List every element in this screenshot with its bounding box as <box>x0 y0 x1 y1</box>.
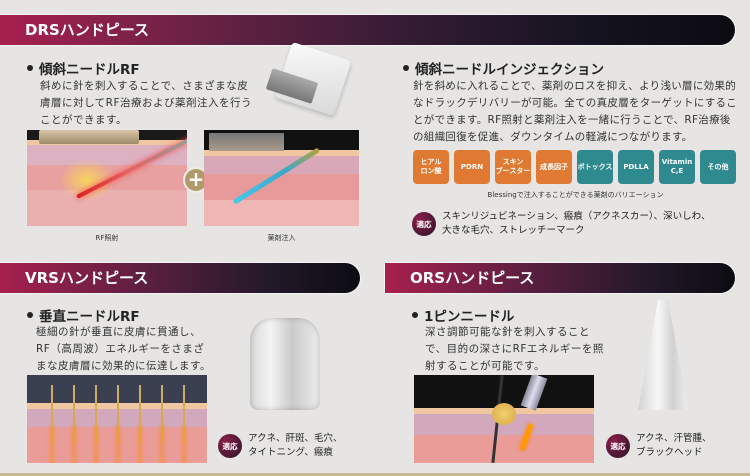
needle <box>95 385 97 443</box>
rf-irradiation-illustration <box>27 130 187 226</box>
needle <box>51 385 53 443</box>
indication-text: アクネ、肝斑、毛穴、 タイトニング、瘢痕 <box>248 433 343 458</box>
heading-text: 傾斜ニードルインジェクション <box>415 62 604 78</box>
indication-text: スキンリジュビネーション、瘢痕（アクネスカー）、深いしわ、 大きな毛穴、ストレッ… <box>442 211 711 236</box>
drug-injection-illustration <box>204 130 359 226</box>
needle <box>161 385 163 443</box>
badge-pdrn: PDRN <box>454 150 490 184</box>
drs-section-header: DRSハンドピース <box>0 15 735 45</box>
sebum-lump <box>492 403 516 425</box>
vrs-heading: 垂直ニードルRF <box>27 305 140 325</box>
drs-handpiece-image <box>262 30 352 117</box>
indication-text: アクネ、汗管腫、 ブラックヘッド <box>636 433 712 458</box>
drs-right-description: 針を斜めに入れることで、薬剤のロスを抑え、より浅い層に効果的なドラックデリバリー… <box>413 80 738 143</box>
badge-botox: ボトックス <box>577 150 613 184</box>
ors-handpiece-image <box>638 300 688 410</box>
indication-badge: 適応 <box>606 434 630 458</box>
ors-section-header: ORSハンドピース <box>385 263 735 293</box>
bottom-divider <box>0 473 750 476</box>
bullet-icon <box>27 312 33 318</box>
single-pin-illustration <box>414 375 594 463</box>
drug-injection-caption: 薬剤注入 <box>267 234 296 242</box>
heading-text: 傾斜ニードルRF <box>39 62 140 78</box>
indication-badge: 適応 <box>412 212 436 236</box>
rf-glow <box>519 422 534 452</box>
drug-badges: ヒアル ロン酸 PDRN スキン ブースター 成長因子 ボトックス PDLLA … <box>413 150 736 184</box>
vertical-needle-illustration <box>27 375 207 463</box>
vrs-description: 極細の針が垂直に皮膚に貫通し、RF（高周波）エネルギーをさまざまな皮膚層に効果的… <box>36 326 211 372</box>
badge-skin-booster: スキン ブースター <box>495 150 531 184</box>
drs-indication: 適応 スキンリジュビネーション、瘢痕（アクネスカー）、深いしわ、 大きな毛穴、ス… <box>412 210 711 238</box>
ors-indication: 適応 アクネ、汗管腫、 ブラックヘッド <box>606 432 712 460</box>
drs-left-description: 斜めに針を刺入することで、さまざまな皮膚層に対してRF治療および薬剤注入を行うこ… <box>40 80 253 126</box>
indication-badge: 適応 <box>218 434 242 458</box>
needle <box>117 385 119 443</box>
badge-vitamin-ce: Vitamin C,E <box>659 150 695 184</box>
vrs-handpiece-image <box>250 318 320 410</box>
drs-left-heading: 傾斜ニードルRF <box>27 58 140 78</box>
bullet-icon <box>412 312 418 318</box>
injection-needle <box>232 147 321 205</box>
ors-heading: 1ピンニードル <box>412 305 514 325</box>
bullet-icon <box>27 65 33 71</box>
vrs-indication: 適応 アクネ、肝斑、毛穴、 タイトニング、瘢痕 <box>218 432 343 460</box>
vrs-section-header: VRSハンドピース <box>0 263 360 293</box>
needle <box>73 385 75 443</box>
ors-description: 深さ調節可能な針を刺入することで、目的の深さにRFエネルギーを照射することが可能… <box>425 326 604 372</box>
needle <box>139 385 141 443</box>
needle <box>183 385 185 443</box>
drs-right-heading: 傾斜ニードルインジェクション <box>403 58 604 78</box>
badge-hyaluronic-acid: ヒアル ロン酸 <box>413 150 449 184</box>
heading-text: 1ピンニードル <box>424 309 515 325</box>
electrode-pad <box>209 133 284 151</box>
badge-other: その他 <box>700 150 736 184</box>
badge-pdlla: PDLLA <box>618 150 654 184</box>
rf-irradiation-caption: RF照射 <box>95 234 119 242</box>
needle-tip <box>520 375 548 411</box>
electrode-pad <box>39 130 139 144</box>
heading-text: 垂直ニードルRF <box>39 309 140 325</box>
badges-caption: Blessingで注入することができる薬剤のバリエーション <box>487 191 664 199</box>
bullet-icon <box>403 65 409 71</box>
badge-growth-factor: 成長因子 <box>536 150 572 184</box>
